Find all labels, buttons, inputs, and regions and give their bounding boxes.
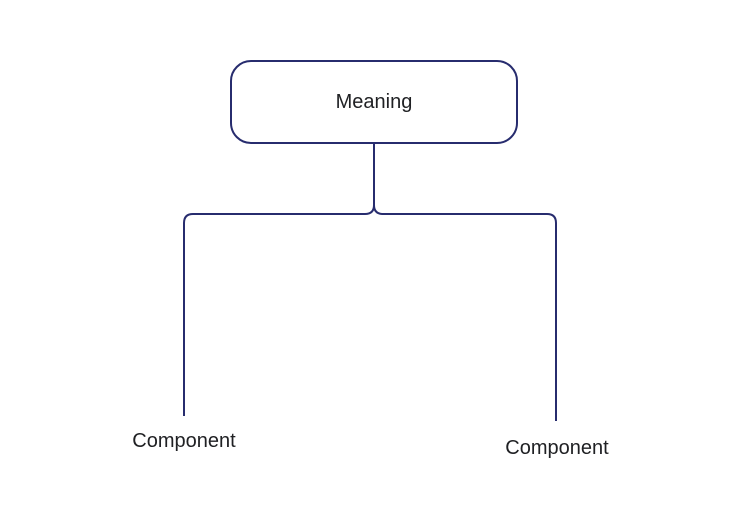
root-node-label[interactable]: Meaning <box>335 90 413 113</box>
right-component-label[interactable]: Component <box>505 437 609 459</box>
root-node-box[interactable] <box>230 60 518 144</box>
left-component-label[interactable]: Component <box>132 430 236 452</box>
connector-root-to-right-component <box>373 143 557 421</box>
connector-root-to-left-component <box>183 143 375 416</box>
